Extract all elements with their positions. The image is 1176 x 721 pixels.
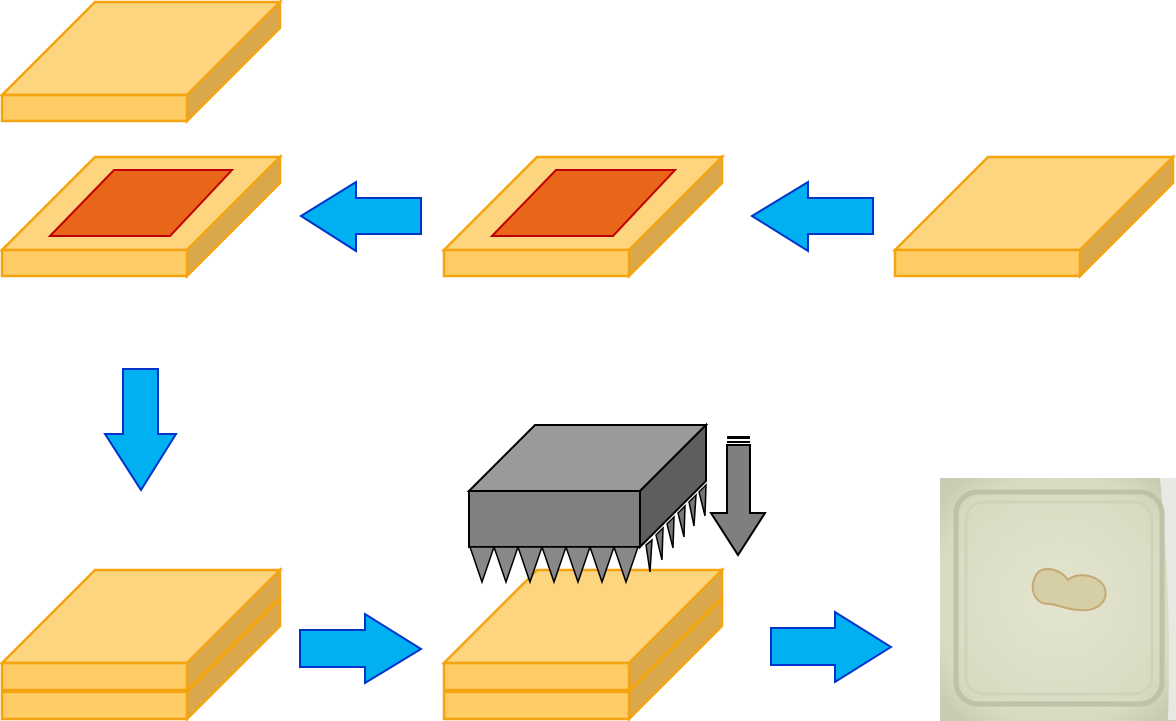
- press-tool: [469, 425, 706, 582]
- plain-sheet-right: [895, 157, 1173, 276]
- finished-product-photo: [940, 478, 1176, 721]
- press-down-arrow-icon: [711, 436, 765, 555]
- arrow-right-icon: [300, 614, 421, 683]
- top-sheet: [2, 2, 280, 121]
- arrow-down-icon: [105, 369, 176, 490]
- filled-sheet-middle: [444, 157, 722, 276]
- stacked-sheets-press: [444, 570, 722, 719]
- arrow-left-icon: [301, 182, 421, 251]
- filled-sheet-left: [2, 157, 280, 276]
- stacked-sheets-left: [2, 570, 280, 719]
- arrow-right-icon: [771, 612, 891, 682]
- arrow-left-icon: [752, 182, 873, 251]
